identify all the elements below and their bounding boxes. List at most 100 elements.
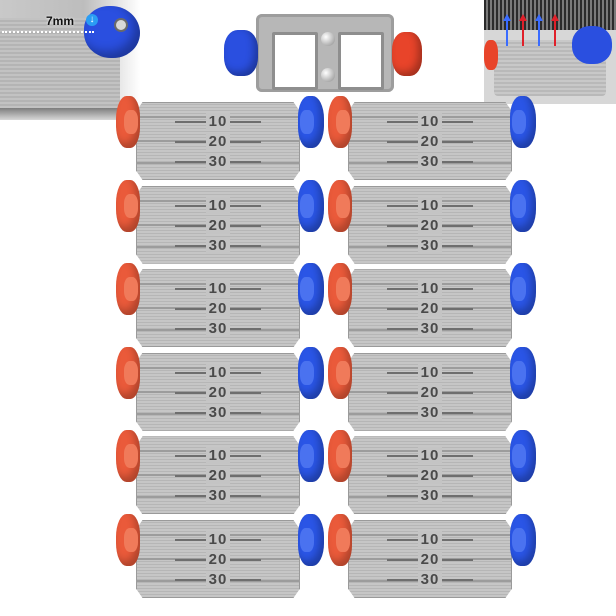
magnet-icon bbox=[321, 68, 335, 82]
scale-label-text: 20 bbox=[205, 467, 231, 485]
scale-label: 10 bbox=[136, 280, 300, 298]
scale-label-text: 30 bbox=[205, 571, 231, 588]
scale-label: 20 bbox=[136, 133, 300, 150]
blue-knob-icon bbox=[510, 263, 536, 316]
scale-label: 30 bbox=[136, 487, 300, 505]
scale-label-text: 20 bbox=[205, 216, 231, 234]
magnet-icon bbox=[321, 32, 335, 46]
scale-label-text: 30 bbox=[417, 403, 443, 421]
blue-knob-icon bbox=[298, 514, 324, 566]
scale-label-text: 20 bbox=[205, 300, 231, 318]
clamp-body: 10 20 30 bbox=[136, 352, 300, 431]
scale-label: 30 bbox=[348, 571, 512, 588]
scale-label: 30 bbox=[136, 403, 300, 421]
red-knob-icon bbox=[328, 346, 352, 399]
red-knob-icon bbox=[328, 514, 352, 566]
blue-knob-icon bbox=[510, 514, 536, 566]
clamp-tile: 10 20 30 bbox=[116, 96, 326, 180]
scale-label: 20 bbox=[136, 216, 300, 234]
clamp-body: 10 20 30 bbox=[136, 436, 300, 515]
blue-knob-icon bbox=[298, 430, 324, 483]
closeup-left-inset: 7mm ↓ bbox=[0, 0, 140, 120]
clamp-body: 10 20 30 bbox=[136, 520, 300, 598]
scale-label: 20 bbox=[136, 300, 300, 318]
scale-label: 20 bbox=[348, 551, 512, 568]
up-arrow-icon bbox=[503, 14, 511, 46]
scale-label-text: 10 bbox=[205, 363, 231, 381]
blue-knob-icon bbox=[510, 96, 536, 148]
scale-label: 20 bbox=[348, 133, 512, 150]
scale-label-text: 20 bbox=[417, 551, 443, 568]
red-knob-icon bbox=[116, 430, 140, 483]
scale-label-text: 20 bbox=[417, 467, 443, 485]
scale-label: 10 bbox=[136, 447, 300, 465]
scale-label-text: 10 bbox=[205, 531, 231, 548]
scale-label-text: 20 bbox=[417, 133, 443, 150]
scale-label: 10 bbox=[136, 531, 300, 548]
scale-label-text: 20 bbox=[417, 383, 443, 401]
clamp-tile: 10 20 30 bbox=[116, 346, 326, 431]
scale-label-text: 10 bbox=[417, 447, 443, 465]
scale-label-text: 30 bbox=[417, 320, 443, 338]
scale-label: 30 bbox=[136, 320, 300, 338]
clamp-tile: 10 20 30 bbox=[328, 263, 538, 348]
scale-label: 20 bbox=[348, 300, 512, 318]
measurement-line bbox=[2, 31, 94, 33]
clamp-tile: 10 20 30 bbox=[116, 430, 326, 515]
scale-label-text: 30 bbox=[205, 153, 231, 170]
scale-label: 10 bbox=[348, 447, 512, 465]
blue-knob-icon bbox=[298, 96, 324, 148]
blue-knob-icon bbox=[510, 179, 536, 232]
red-knob-icon bbox=[116, 346, 140, 399]
up-arrow-icon bbox=[535, 14, 543, 46]
up-arrow-icon bbox=[551, 14, 559, 46]
scale-label-text: 20 bbox=[417, 216, 443, 234]
scale-label-text: 10 bbox=[417, 280, 443, 298]
up-arrow-icon bbox=[519, 14, 527, 46]
scale-label: 30 bbox=[348, 487, 512, 505]
clamp-body: 10 20 30 bbox=[348, 520, 512, 598]
red-knob-icon bbox=[116, 96, 140, 148]
clamp-tile: 10 20 30 bbox=[116, 514, 326, 598]
clamp-body: 10 20 30 bbox=[348, 436, 512, 515]
scale-label: 30 bbox=[136, 571, 300, 588]
scale-label: 30 bbox=[136, 153, 300, 170]
down-arrow-icon: ↓ bbox=[86, 14, 98, 26]
scale-label: 20 bbox=[348, 383, 512, 401]
scale-label-text: 30 bbox=[417, 487, 443, 505]
scale-label-text: 10 bbox=[417, 363, 443, 381]
scale-label: 20 bbox=[136, 383, 300, 401]
scale-label: 10 bbox=[348, 363, 512, 381]
scale-label-text: 30 bbox=[205, 487, 231, 505]
scale-label: 20 bbox=[136, 551, 300, 568]
scale-label: 10 bbox=[136, 113, 300, 130]
scale-label: 30 bbox=[348, 320, 512, 338]
scale-label: 30 bbox=[136, 236, 300, 254]
blue-knob-icon bbox=[298, 263, 324, 316]
clamp-body: 10 20 30 bbox=[136, 102, 300, 180]
red-knob-icon bbox=[116, 179, 140, 232]
table-edge bbox=[0, 108, 130, 120]
frame-window-left bbox=[272, 32, 318, 90]
blue-knob-icon bbox=[572, 26, 612, 64]
scale-label: 10 bbox=[348, 531, 512, 548]
frame-window-right bbox=[338, 32, 384, 90]
scale-label: 10 bbox=[348, 280, 512, 298]
scale-label: 10 bbox=[136, 363, 300, 381]
scale-label: 20 bbox=[348, 467, 512, 485]
scale-label-text: 30 bbox=[205, 320, 231, 338]
scale-label: 10 bbox=[348, 113, 512, 130]
clamp-tile: 10 20 30 bbox=[328, 346, 538, 431]
red-knob-icon bbox=[116, 263, 140, 316]
blue-knob-icon bbox=[510, 430, 536, 483]
scale-label-text: 30 bbox=[205, 236, 231, 254]
scale-label-text: 20 bbox=[205, 383, 231, 401]
top-view-inset bbox=[220, 12, 430, 94]
scale-label: 10 bbox=[348, 196, 512, 214]
scale-label-text: 10 bbox=[205, 280, 231, 298]
